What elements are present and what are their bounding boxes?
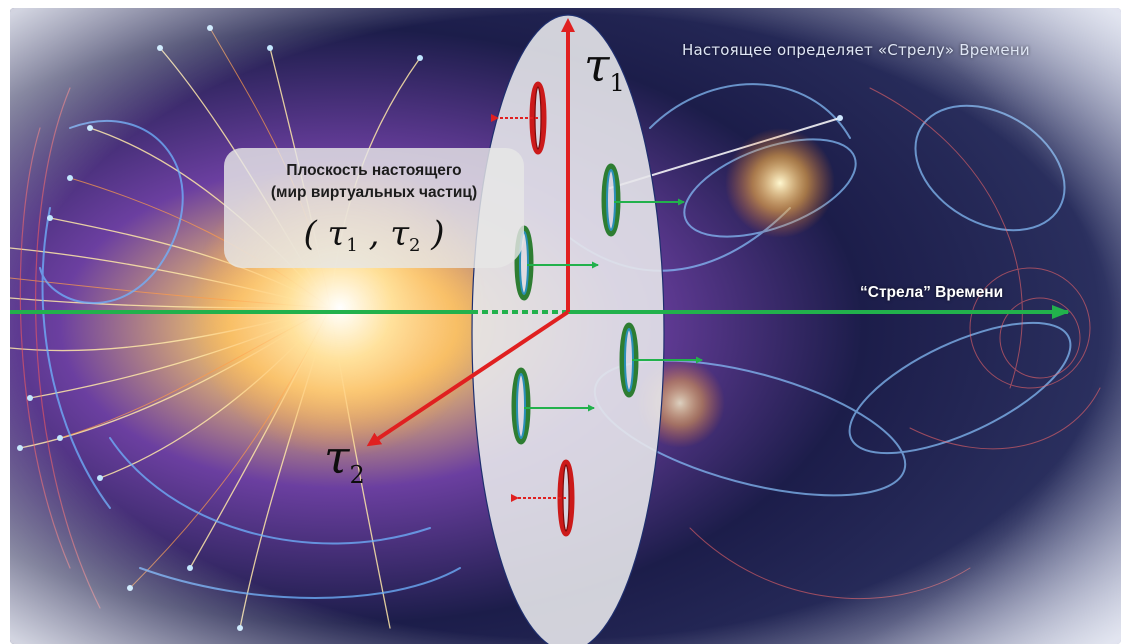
plane-title-line1: Плоскость настоящего — [286, 162, 462, 179]
formula-sub1: 1 — [346, 235, 358, 256]
tau2-axis — [366, 310, 570, 447]
real-particle-2 — [514, 225, 599, 301]
real-particle-3 — [619, 322, 703, 398]
plane-label-title: Плоскость настоящего (мир виртуальных ча… — [232, 160, 516, 204]
diagram-caption: Настоящее определяет «Стрелу» Времени — [682, 41, 1030, 59]
tau2-label: τ2 — [324, 432, 365, 500]
tau2-symbol: τ — [324, 430, 350, 484]
formula-tau2: τ — [390, 214, 410, 254]
plane-label-box — [224, 148, 524, 268]
real-particle-4 — [511, 367, 595, 445]
tau1-symbol: τ — [584, 38, 610, 92]
diagram-graphic — [10, 8, 1121, 644]
tau1-label: τ1 — [584, 40, 625, 108]
formula-sub2: 2 — [409, 235, 421, 256]
real-particle-1 — [601, 163, 685, 237]
time-arrow-label: “Стрела” Времени — [860, 284, 1004, 301]
formula-close: ) — [431, 214, 445, 254]
plane-formula: ( τ1 , τ2 ) — [232, 210, 516, 270]
diagram-frame: Настоящее определяет «Стрелу» Времени Пл… — [10, 8, 1121, 644]
tau1-subscript: 1 — [609, 69, 625, 97]
virtual-particle-top — [491, 81, 547, 155]
formula-comma: , — [357, 214, 391, 254]
tau2-subscript: 2 — [349, 461, 365, 489]
plane-title-line2: (мир виртуальных частиц) — [270, 184, 478, 201]
virtual-particle-bottom — [511, 459, 575, 537]
formula-tau1: τ — [327, 214, 347, 254]
formula-open: ( — [303, 214, 317, 254]
